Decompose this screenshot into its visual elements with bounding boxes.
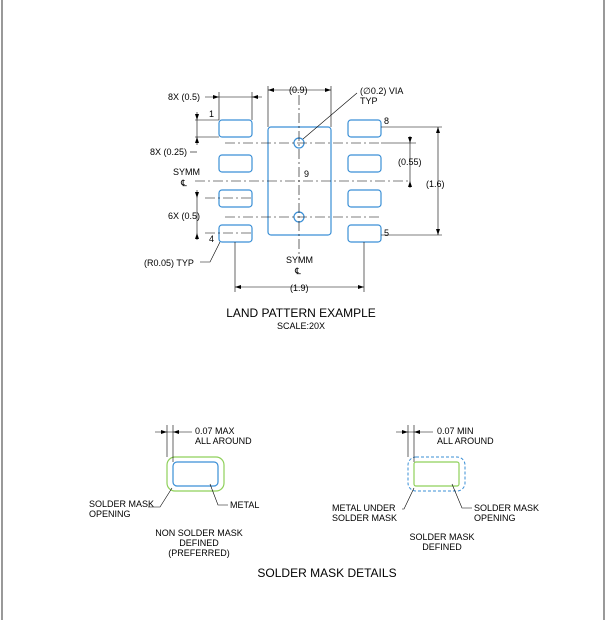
- radius-leader: [200, 241, 221, 263]
- arrow: [213, 95, 219, 99]
- arrow: [235, 285, 241, 289]
- arrow: [358, 285, 364, 289]
- smd-metal-line2: SOLDER MASK: [332, 513, 397, 523]
- pad-width-label: 8X (0.5): [168, 92, 200, 102]
- arrow: [195, 192, 199, 198]
- height-label: (1.6): [426, 179, 445, 189]
- solder-mask-title: SOLDER MASK DETAILS: [257, 566, 396, 580]
- arrow: [268, 88, 274, 92]
- pad-right-6: [347, 189, 382, 208]
- arrow: [408, 137, 412, 143]
- symm-bottom-cl-symbol: ℄: [294, 266, 301, 276]
- width-label: (1.9): [290, 283, 309, 293]
- smd-caption-line1: SOLDER MASK: [409, 532, 474, 542]
- pin5-label: 5: [384, 228, 389, 238]
- smd-metal-line1: METAL UNDER: [332, 503, 396, 513]
- arrow: [195, 114, 199, 120]
- pad-left-2: [218, 154, 253, 173]
- smd-opening-line2: OPENING: [474, 513, 516, 523]
- smd-clearance-line1: 0.07 MIN: [437, 426, 474, 436]
- smd-mask-opening: [413, 461, 460, 487]
- pad-right-5: [347, 224, 382, 243]
- pin4-label: 4: [209, 234, 214, 244]
- pad-right-7: [347, 154, 382, 173]
- pin9-label: 9: [304, 169, 309, 179]
- via-offset-label: (0.55): [398, 157, 422, 167]
- thermal-width-label: (0.9): [289, 85, 308, 95]
- arrow: [195, 233, 199, 239]
- symm-left-cl-symbol: ℄: [180, 178, 187, 188]
- symm-bottom-label: SYMM: [286, 255, 313, 265]
- radius-label: (R0.05) TYP: [144, 258, 194, 268]
- nsmd-mask-opening: [166, 456, 225, 492]
- via-leader: [302, 92, 358, 140]
- nsmd-caption-line1: NON SOLDER MASK: [155, 528, 243, 538]
- arrow: [402, 430, 408, 434]
- pitch-label: 6X (0.5): [168, 211, 200, 221]
- arrow: [436, 127, 440, 133]
- smd-caption-line2: DEFINED: [422, 542, 462, 552]
- smd-opening-leader: [451, 483, 472, 509]
- via-label-line2: TYP: [360, 96, 378, 106]
- land-pattern-title: LAND PATTERN EXAMPLE: [226, 306, 376, 320]
- nsmd-opening-line1: SOLDER MASK: [89, 499, 154, 509]
- land-pattern-scale: SCALE:20X: [277, 321, 325, 331]
- pin8-label: 8: [384, 116, 389, 126]
- arrow: [414, 430, 420, 434]
- nsmd-opening-leader: [148, 487, 173, 508]
- arrow: [252, 95, 258, 99]
- nsmd-clearance-line2: ALL AROUND: [195, 436, 252, 446]
- arrow: [408, 181, 412, 187]
- arrow: [436, 229, 440, 235]
- pad-left-3: [218, 189, 253, 208]
- pad-left-4: [218, 224, 253, 243]
- nsmd-metal-label: METAL: [230, 500, 259, 510]
- pad-height-label: 8X (0.25): [150, 147, 187, 157]
- smd-metal-leader: [402, 487, 415, 510]
- arrow: [161, 430, 167, 434]
- symm-left-label: SYMM: [173, 167, 200, 177]
- nsmd-metal-pad: [172, 461, 219, 487]
- smd-opening-line1: SOLDER MASK: [474, 503, 539, 513]
- pin1-label: 1: [209, 109, 214, 119]
- pad-right-8: [347, 119, 382, 138]
- smd-metal-pad: [407, 456, 466, 492]
- arrow: [325, 88, 331, 92]
- pad-left-1: [218, 119, 253, 138]
- arrow: [173, 430, 179, 434]
- smd-clearance-line2: ALL AROUND: [437, 436, 494, 446]
- nsmd-opening-line2: OPENING: [89, 509, 131, 519]
- arrow: [195, 137, 199, 143]
- nsmd-clearance-line1: 0.07 MAX: [195, 426, 235, 436]
- nsmd-metal-leader: [209, 483, 228, 506]
- nsmd-caption-line3: (PREFERRED): [168, 548, 230, 558]
- via-label-line1: (∅0.2) VIA: [360, 86, 403, 96]
- nsmd-caption-line2: DEFINED: [179, 538, 219, 548]
